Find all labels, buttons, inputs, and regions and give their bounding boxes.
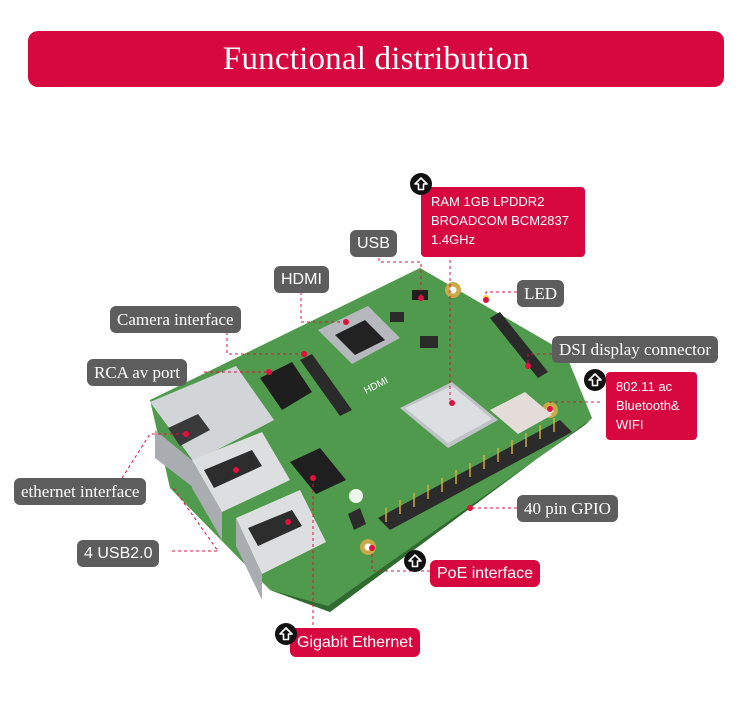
- usb-chip: [412, 290, 428, 300]
- label-camera-interface: Camera interface: [110, 306, 241, 333]
- label-4-usb2: 4 USB2.0: [77, 540, 160, 567]
- wireless-standard: 802.11 ac: [616, 379, 673, 394]
- lan-chip: [290, 448, 346, 494]
- label-gigabit-ethernet: Gigabit Ethernet: [290, 628, 420, 657]
- up-arrow-icon: [410, 173, 432, 195]
- label-dsi-display-connector: DSI display connector: [552, 336, 719, 363]
- up-arrow-icon: [404, 550, 426, 572]
- up-arrow-icon: [275, 623, 297, 645]
- label-poe-interface: PoE interface: [430, 560, 541, 587]
- up-arrow-icon: [584, 369, 606, 391]
- label-40-pin-gpio: 40 pin GPIO: [517, 495, 618, 522]
- gpio-header: [378, 420, 572, 530]
- camera-connector: [300, 354, 352, 416]
- label-usb: USB: [350, 230, 397, 257]
- label-hdmi: HDMI: [274, 266, 329, 293]
- label-ethernet-interface: ethernet interface: [14, 478, 147, 505]
- soc-clock: 1.4GHz: [431, 232, 476, 247]
- wireless-wifi: WIFI: [616, 417, 644, 432]
- wireless-bluetooth: Bluetooth&: [616, 398, 680, 413]
- led-indicator: [483, 295, 489, 301]
- soc-ram: RAM 1GB LPDDR2: [431, 194, 545, 209]
- soc-chip-name: BROADCOM BCM2837: [431, 213, 569, 228]
- raspberry-logo: [349, 489, 363, 503]
- soc-info-box: RAM 1GB LPDDR2 BROADCOM BCM2837 1.4GHz: [421, 187, 585, 257]
- audio-jack: [260, 362, 312, 410]
- label-led: LED: [517, 280, 565, 307]
- wireless-shield: [490, 392, 552, 434]
- page-title: Functional distribution: [222, 40, 530, 77]
- title-banner: Functional distribution: [28, 31, 724, 87]
- label-rca-av-port: RCA av port: [87, 359, 187, 386]
- wireless-info-box: 802.11 ac Bluetooth& WIFI: [606, 372, 697, 440]
- poe-header: [348, 508, 366, 530]
